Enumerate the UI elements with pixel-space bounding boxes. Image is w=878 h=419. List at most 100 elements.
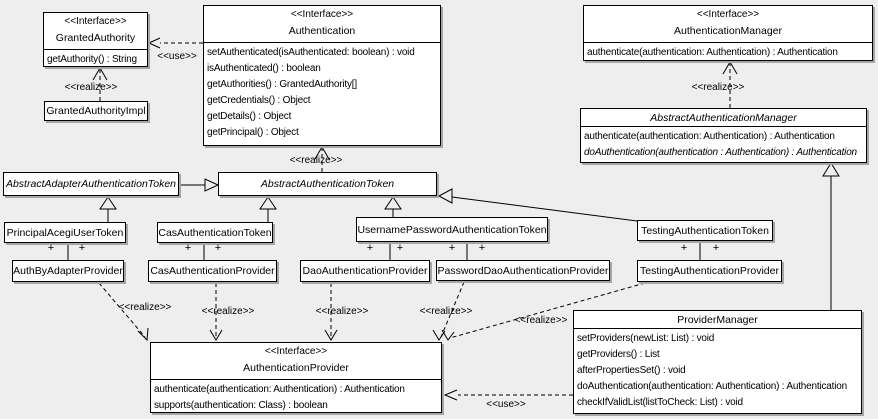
method: getPrincipal() : Object xyxy=(207,127,299,138)
class-name: AbstractAuthenticationManager xyxy=(650,112,797,124)
method: checkIfValidList(listToCheck: List) : vo… xyxy=(577,397,743,408)
multiplicity-label: + xyxy=(478,242,486,254)
generalization-testing-token-to-abstract-token xyxy=(437,188,638,222)
realize-label: <<realize>> xyxy=(289,155,343,166)
class-name: GrantedAuthorityImpl xyxy=(46,105,146,117)
class-name: TestingAuthenticationProvider xyxy=(640,265,779,277)
class-name: CasAuthenticationProvider xyxy=(150,265,275,277)
realize-label: <<realize>> xyxy=(419,306,473,317)
method: getAuthorities() : GrantedAuthority[] xyxy=(207,79,357,90)
class-name: AbstractAuthenticationToken xyxy=(260,178,395,190)
class-name: PrincipalAcegiUserToken xyxy=(6,226,124,239)
realize-label: <<realize>> xyxy=(691,82,745,93)
class-name: PasswordDaoAuthenticationProvider xyxy=(437,264,609,277)
multiplicity-label: + xyxy=(680,242,688,254)
method-list: getAuthority() : String xyxy=(44,49,147,66)
method: getDetails() : Object xyxy=(207,111,292,122)
generalization-principal-to-adapter-token xyxy=(99,196,117,222)
multiplicity-label: + xyxy=(78,242,86,254)
class-name: AuthByAdapterProvider xyxy=(13,265,123,277)
class-name: AuthenticationProvider xyxy=(243,362,349,374)
realize-passworddao-to-authenticationprovider xyxy=(432,281,465,341)
class-authentication-manager: <<Interface>> AuthenticationManager auth… xyxy=(583,5,873,61)
generalization-usernamepassword-to-abstract-token xyxy=(384,196,402,217)
class-name: ProviderManager xyxy=(677,314,758,326)
class-password-dao-authentication-provider: PasswordDaoAuthenticationProvider xyxy=(436,260,610,281)
class-name: TestingAuthenticationToken xyxy=(641,224,769,237)
generalization-adapter-to-abstract-token xyxy=(179,178,220,192)
method: isAuthenticated() : boolean xyxy=(207,63,321,74)
use-providermanager-to-authenticationprovider xyxy=(443,389,573,401)
class-abstract-authentication-manager: AbstractAuthenticationManager authentica… xyxy=(580,108,867,163)
class-testing-authentication-provider: TestingAuthenticationProvider xyxy=(637,260,782,282)
class-cas-authentication-token: CasAuthenticationToken xyxy=(157,222,273,243)
method-abstract: doAuthentication(authentication : Authen… xyxy=(584,147,857,158)
generalization-providermanager-to-abstract-manager xyxy=(822,162,840,310)
class-provider-manager: ProviderManager setProviders(newList: Li… xyxy=(573,310,862,414)
class-name: Authentication xyxy=(288,25,356,37)
method: getCredentials() : Object xyxy=(207,95,311,106)
method: authenticate(authentication: Authenticat… xyxy=(587,47,838,58)
stereotype: <<Interface>> xyxy=(290,9,354,20)
realize-label: <<realize>> xyxy=(201,306,255,317)
stereotype: <<Interface>> xyxy=(64,16,127,27)
use-label: <<use>> xyxy=(157,51,197,62)
class-dao-authentication-provider: DaoAuthenticationProvider xyxy=(300,260,430,282)
multiplicity-label: + xyxy=(448,242,456,254)
realize-abstract-token-to-authentication xyxy=(314,146,330,172)
class-authentication-provider: <<Interface>> AuthenticationProvider aut… xyxy=(150,342,442,413)
realize-testingprovider-to-authenticationprovider xyxy=(441,282,646,341)
class-granted-authority-impl: GrantedAuthorityImpl xyxy=(44,101,148,121)
class-name: CasAuthenticationToken xyxy=(158,226,272,239)
class-abstract-adapter-authentication-token: AbstractAdapterAuthenticationToken xyxy=(3,172,179,196)
class-cas-authentication-provider: CasAuthenticationProvider xyxy=(148,260,277,282)
realize-label: <<realize>> xyxy=(514,315,568,326)
realize-label: <<realize>> xyxy=(315,306,369,317)
multiplicity-label: + xyxy=(47,242,55,254)
stereotype: <<Interface>> xyxy=(264,346,328,357)
method-list: setProviders(newList: List) : void getPr… xyxy=(574,328,861,411)
class-principal-acegi-user-token: PrincipalAcegiUserToken xyxy=(4,222,126,243)
method-list: authenticate(authentication: Authenticat… xyxy=(584,42,872,60)
class-name: AuthenticationManager xyxy=(674,25,782,37)
method: setAuthenticated(isAuthenticated: boolea… xyxy=(207,47,415,58)
class-granted-authority: <<Interface>> GrantedAuthority getAuthor… xyxy=(43,12,148,67)
class-auth-by-adapter-provider: AuthByAdapterProvider xyxy=(12,260,124,282)
use-authentication-to-grantedauthority xyxy=(147,37,203,49)
method: afterPropertiesSet() : void xyxy=(577,365,686,376)
multiplicity-label: + xyxy=(366,242,374,254)
method: getProviders() : List xyxy=(577,349,660,360)
generalization-cas-token-to-abstract-token xyxy=(259,196,277,222)
class-username-password-authentication-token: UsernamePasswordAuthenticationToken xyxy=(356,217,548,242)
method: authenticate(authentication: Authenticat… xyxy=(154,384,405,395)
class-header: <<Interface>> GrantedAuthority xyxy=(44,13,147,49)
method-list: authenticate(authentication: Authenticat… xyxy=(581,126,866,161)
class-name: GrantedAuthority xyxy=(55,32,136,44)
class-name: AbstractAdapterAuthenticationToken xyxy=(5,178,177,190)
class-abstract-authentication-token: AbstractAuthenticationToken xyxy=(218,172,437,196)
class-testing-authentication-token: TestingAuthenticationToken xyxy=(637,220,773,241)
multiplicity-label: + xyxy=(396,242,404,254)
realize-casprovider-to-authenticationprovider xyxy=(209,283,223,341)
method-list: setAuthenticated(isAuthenticated: boolea… xyxy=(204,42,440,141)
multiplicity-label: + xyxy=(184,242,192,254)
class-header: <<Interface>> AuthenticationProvider xyxy=(151,343,441,379)
class-header: <<Interface>> AuthenticationManager xyxy=(584,6,872,42)
realize-abstract-manager-to-authenticationmanager xyxy=(722,61,738,108)
realize-authbyadapter-to-authenticationprovider xyxy=(98,282,149,342)
realize-label: <<realize>> xyxy=(64,82,118,93)
method: getAuthority() : String xyxy=(47,54,137,65)
class-name: DaoAuthenticationProvider xyxy=(302,265,428,277)
class-header: <<Interface>> Authentication xyxy=(204,6,440,42)
realize-daoprovider-to-authenticationprovider xyxy=(324,283,338,341)
multiplicity-label: + xyxy=(712,242,720,254)
method-list: authenticate(authentication: Authenticat… xyxy=(151,379,441,412)
multiplicity-label: + xyxy=(214,242,222,254)
method: setProviders(newList: List) : void xyxy=(577,333,715,344)
method: supports(authentication: Class) : boolea… xyxy=(154,400,328,411)
use-label: <<use>> xyxy=(486,399,526,410)
method: doAuthentication(authentication: Authent… xyxy=(577,381,847,392)
method: authenticate(authentication: Authenticat… xyxy=(584,131,835,142)
